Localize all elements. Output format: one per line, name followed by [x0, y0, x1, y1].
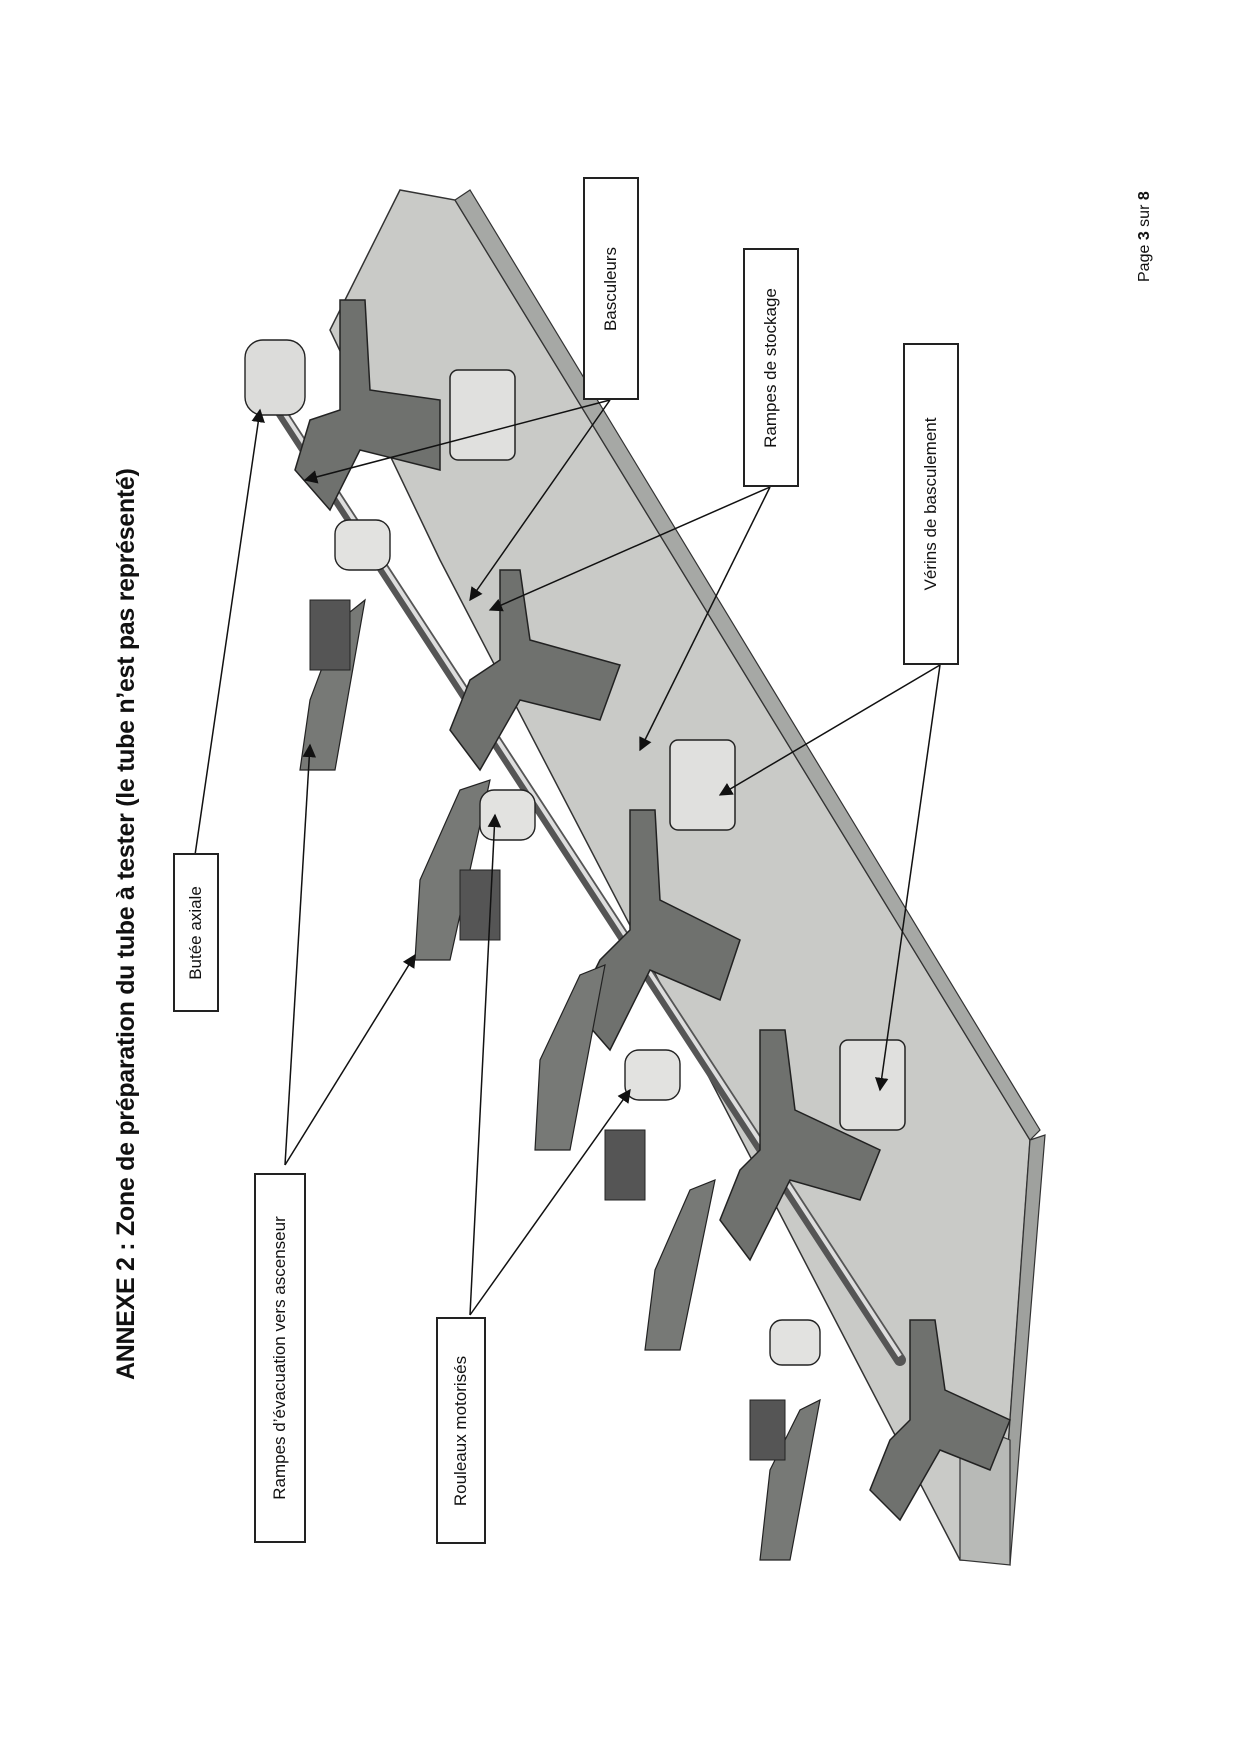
evac-ramp-4 — [644, 1179, 716, 1351]
tilter-4 — [719, 1029, 881, 1262]
axial-stop — [244, 339, 306, 416]
frame — [329, 189, 1046, 1566]
evacuation-ramps — [299, 598, 821, 1561]
frame-rail-top — [454, 189, 1041, 1141]
leader-lines — [194, 399, 941, 1316]
tilter-3 — [574, 809, 741, 1052]
motorized-rollers — [309, 519, 821, 1461]
tilters — [294, 299, 1011, 1522]
roller-1 — [334, 519, 391, 571]
cylinder-3 — [839, 1039, 906, 1131]
tilt-cylinders — [449, 369, 906, 1131]
roller-3 — [624, 1049, 681, 1101]
label-basculeurs: Basculeurs — [583, 177, 639, 400]
motor-2 — [459, 869, 501, 941]
motor-3 — [604, 1129, 646, 1201]
roller-2 — [479, 789, 536, 841]
motor-4 — [749, 1399, 786, 1461]
evac-ramp-3 — [534, 964, 606, 1151]
label-rouleaux-motorises: Rouleaux motorisés — [436, 1317, 486, 1544]
label-rampes-stockage: Rampes de stockage — [743, 248, 799, 487]
label-rampes-evacuation: Rampes d’évacuation vers ascenseur — [254, 1173, 306, 1543]
cylinder-2 — [669, 739, 736, 831]
tilter-5 — [869, 1319, 1011, 1522]
motor-1 — [309, 599, 351, 671]
tilter-1 — [294, 299, 441, 512]
label-butee-axiale: Butée axiale — [173, 853, 219, 1012]
tilter-2 — [449, 569, 621, 772]
evac-ramp-5 — [759, 1398, 821, 1561]
roller-4 — [769, 1319, 821, 1366]
label-verins-basculement: Vérins de basculement — [903, 343, 959, 665]
cylinder-1 — [449, 369, 516, 461]
